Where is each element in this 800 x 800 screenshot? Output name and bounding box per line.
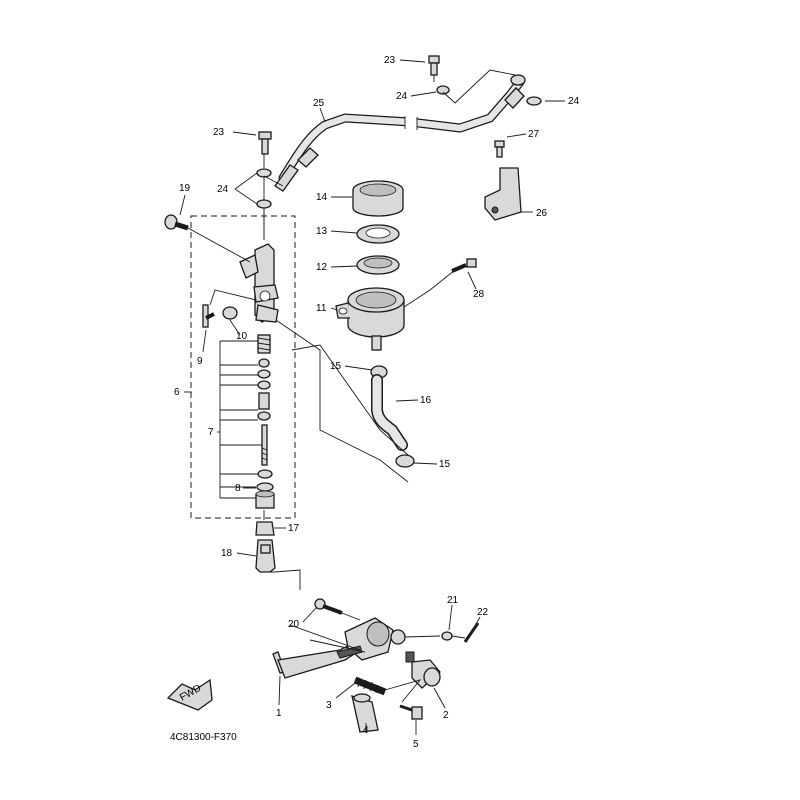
callout-19: 19 <box>179 183 191 194</box>
mounting-bolt <box>164 214 189 231</box>
callout-6: 6 <box>174 387 180 398</box>
mounting-bracket <box>484 167 522 221</box>
callout-27: 27 <box>528 129 540 140</box>
callout-3: 3 <box>326 700 332 711</box>
reservoir-tank <box>335 287 405 351</box>
callout-7: 7 <box>208 427 214 438</box>
forward-arrow-icon: FWD <box>166 678 213 711</box>
brake-pedal <box>272 617 406 679</box>
push-rod-clevis <box>255 539 276 573</box>
callout-1: 1 <box>276 708 282 719</box>
reservoir-bolt <box>451 258 477 273</box>
callout-9: 9 <box>197 356 203 367</box>
diaphragm-plate <box>356 224 400 244</box>
callout-24: 24 <box>568 96 580 107</box>
internal-kit <box>255 334 275 509</box>
diaphragm <box>356 255 400 275</box>
callout-4: 4 <box>363 725 369 736</box>
washer-upper <box>436 85 450 95</box>
reservoir-hose <box>371 374 408 451</box>
callout-10: 10 <box>236 331 248 342</box>
callout-20: 20 <box>288 619 300 630</box>
pedal-bolt <box>399 704 423 720</box>
cotter-pin <box>463 622 480 643</box>
bleed-nut <box>222 306 238 320</box>
return-spring <box>353 676 387 696</box>
callout-18: 18 <box>221 548 233 559</box>
callout-28: 28 <box>473 289 485 300</box>
figure-code: 4C81300-F370 <box>170 732 237 743</box>
callout-14: 14 <box>316 192 328 203</box>
callout-22: 22 <box>477 607 489 618</box>
callout-26: 26 <box>536 208 548 219</box>
bleed-screw <box>202 304 215 328</box>
union-bolt-lower <box>258 131 272 155</box>
hose-clip-lower <box>395 454 415 468</box>
callout-13: 13 <box>316 226 328 237</box>
callout-23: 23 <box>384 55 396 66</box>
callout-12: 12 <box>316 262 328 273</box>
bracket-bolt <box>494 140 505 158</box>
callout-8: 8 <box>235 483 241 494</box>
callout-15: 15 <box>439 459 451 470</box>
callout-11: 11 <box>316 303 327 314</box>
callout-24: 24 <box>217 184 229 195</box>
callout-16: 16 <box>420 395 432 406</box>
dust-boot <box>255 521 275 536</box>
washer-lower-b <box>256 199 272 209</box>
callout-21: 21 <box>447 595 459 606</box>
reservoir-cap <box>352 180 404 217</box>
washer-upper-right <box>526 96 542 106</box>
brake-hose <box>274 74 526 192</box>
callout-5: 5 <box>413 739 419 750</box>
master-cylinder-body <box>239 243 279 323</box>
callout-24: 24 <box>396 91 408 102</box>
callout-23: 23 <box>213 127 225 138</box>
union-bolt-upper <box>428 55 440 76</box>
callout-25: 25 <box>313 98 325 109</box>
callout-2: 2 <box>443 710 449 721</box>
callout-17: 17 <box>288 523 300 534</box>
washer-lower-a <box>256 168 272 178</box>
washer-pin <box>441 631 453 641</box>
pivot-bolt <box>314 598 343 615</box>
spring-collar <box>351 693 379 733</box>
callout-15: 15 <box>330 361 342 372</box>
assembly-boundary <box>190 215 296 519</box>
